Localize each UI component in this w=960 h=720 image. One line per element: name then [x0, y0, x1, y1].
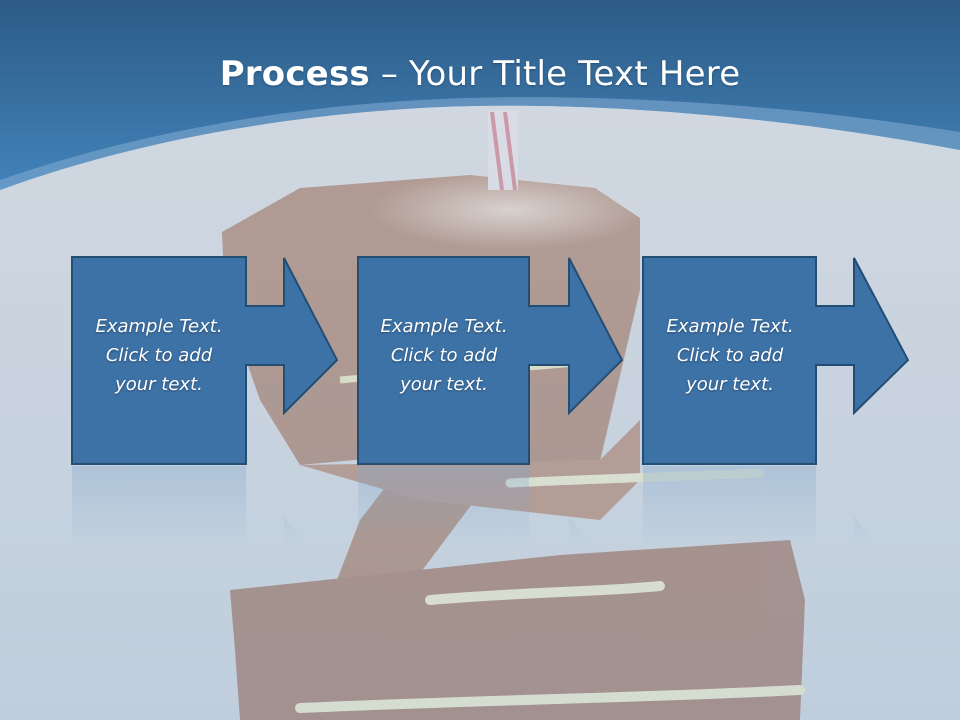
step-reflection-1 — [71, 466, 331, 546]
process-step-2[interactable]: Example Text. Click to add your text. — [357, 256, 624, 466]
process-step-1[interactable]: Example Text. Click to add your text. — [71, 256, 339, 466]
title-rest: – Your Title Text Here — [369, 54, 741, 94]
step-text: Example Text. Click to add your text. — [666, 316, 794, 395]
process-step-3[interactable]: Example Text. Click to add your text. — [642, 256, 910, 466]
step-text: Example Text. Click to add your text. — [380, 316, 508, 395]
header-band — [0, 0, 960, 190]
step-shape — [71, 256, 339, 465]
title-bold: Process — [219, 54, 370, 94]
header-highlight — [0, 97, 960, 190]
step-shape — [357, 256, 624, 465]
step-reflection-3 — [642, 466, 902, 546]
step-text: Example Text. Click to add your text. — [95, 316, 223, 395]
step-shape — [642, 256, 910, 465]
slide-title[interactable]: Process – Your Title Text Here — [0, 52, 960, 96]
step-reflection-2 — [357, 466, 617, 546]
